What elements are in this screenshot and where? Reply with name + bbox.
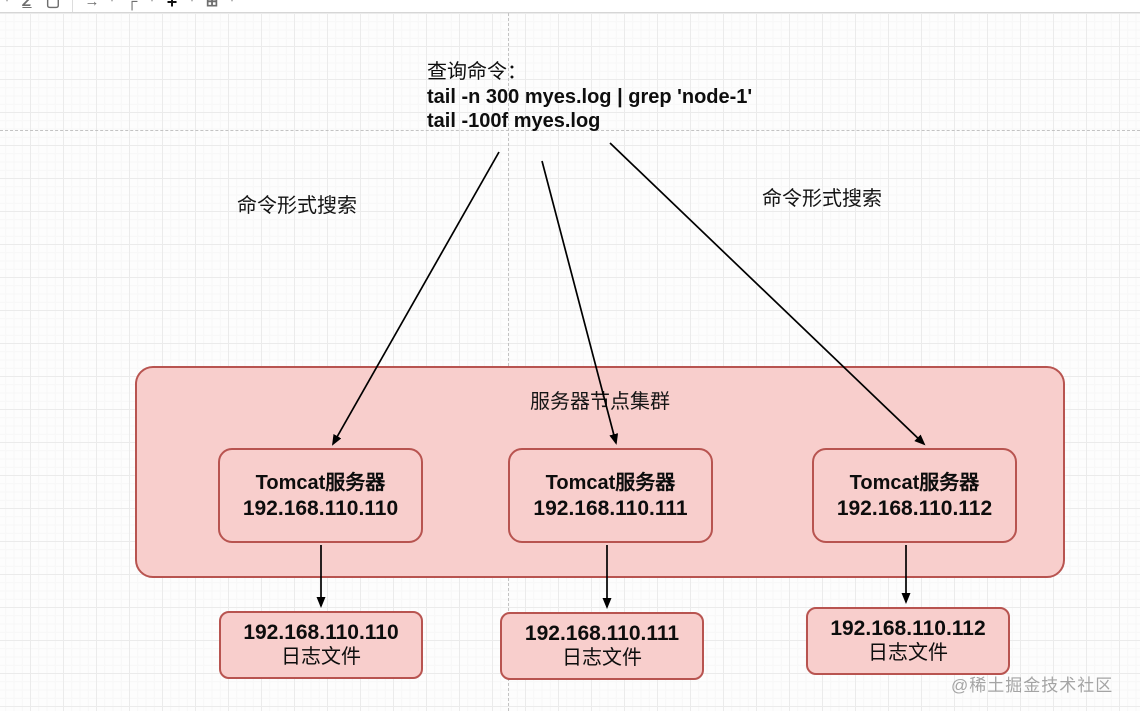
query-command-1: tail -n 300 myes.log | grep 'node-1' xyxy=(427,86,753,108)
log-ip: 192.168.110.110 xyxy=(243,621,399,644)
log-ip: 192.168.110.112 xyxy=(830,617,986,640)
log-file-node-112[interactable]: 192.168.110.112 日志文件 xyxy=(806,607,1010,675)
editor-toolbar: ▾ Z ▢ → ▾ ┌ ▾ + ▾ ⊞ ▾ xyxy=(0,0,1140,13)
log-label: 日志文件 xyxy=(281,646,361,668)
chevron-down-icon[interactable]: ▾ xyxy=(225,0,239,5)
server-name: Tomcat服务器 xyxy=(255,471,386,494)
log-label: 日志文件 xyxy=(562,647,642,669)
chevron-down-icon[interactable]: ▾ xyxy=(105,0,119,5)
server-ip: 192.168.110.110 xyxy=(242,496,399,520)
tomcat-server-node-111[interactable]: Tomcat服务器 192.168.110.111 xyxy=(508,448,713,543)
edge-label-search-right[interactable]: 命令形式搜索 xyxy=(762,188,882,210)
toolbar-divider xyxy=(72,0,73,12)
server-name: Tomcat服务器 xyxy=(545,471,676,494)
chevron-down-icon[interactable]: ▾ xyxy=(0,0,14,5)
log-label: 日志文件 xyxy=(868,642,948,664)
waypoint-connector-icon[interactable]: ┌ xyxy=(126,0,138,10)
edge-label-search-left[interactable]: 命令形式搜索 xyxy=(237,195,357,217)
juejin-watermark: @稀土掘金技术社区 xyxy=(951,676,1114,695)
server-name: Tomcat服务器 xyxy=(849,471,980,494)
query-command-2: tail -100f myes.log xyxy=(427,110,601,132)
insert-icon[interactable]: + xyxy=(166,0,178,12)
shape-icon[interactable]: ▢ xyxy=(45,0,61,10)
log-file-node-110[interactable]: 192.168.110.110 日志文件 xyxy=(219,611,423,679)
log-file-node-111[interactable]: 192.168.110.111 日志文件 xyxy=(500,612,704,680)
chevron-down-icon[interactable]: ▾ xyxy=(185,0,199,5)
server-ip: 192.168.110.111 xyxy=(533,496,688,520)
cluster-title: 服务器节点集群 xyxy=(530,391,670,413)
page-boundary-horizontal xyxy=(0,130,1140,131)
tomcat-server-node-110[interactable]: Tomcat服务器 192.168.110.110 xyxy=(218,448,423,543)
chevron-down-icon[interactable]: ▾ xyxy=(145,0,159,5)
query-title: 查询命令： xyxy=(427,61,527,83)
style-icon[interactable]: Z xyxy=(22,0,32,10)
arrow-connection-icon[interactable]: → xyxy=(84,0,100,10)
log-ip: 192.168.110.111 xyxy=(524,622,680,645)
server-ip: 192.168.110.112 xyxy=(836,496,993,520)
query-command-note[interactable]: 查询命令： tail -n 300 myes.log | grep 'node-… xyxy=(427,60,752,133)
page-boundary-vertical xyxy=(508,13,509,711)
table-icon[interactable]: ⊞ xyxy=(205,0,219,10)
tomcat-server-node-112[interactable]: Tomcat服务器 192.168.110.112 xyxy=(812,448,1017,543)
